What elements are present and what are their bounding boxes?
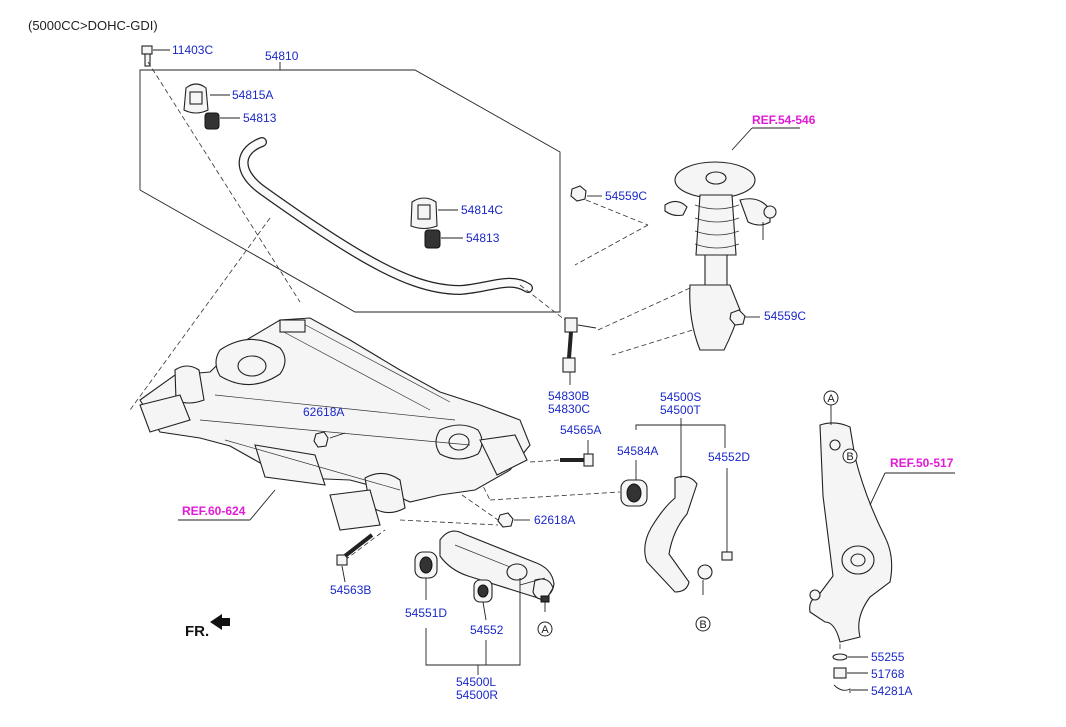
label-54281a: 54281A (871, 684, 912, 698)
bushing-54813-lower[interactable] (424, 229, 463, 249)
washer-55255[interactable] (832, 653, 868, 661)
label-54815a: 54815A (232, 88, 273, 102)
bolt-54565a[interactable] (560, 440, 594, 467)
label-ref-60-624: REF.60-624 (182, 504, 246, 518)
label-62618a-upper: 62618A (303, 405, 344, 419)
label-55255: 55255 (871, 650, 905, 664)
bushing-54551d[interactable] (414, 551, 438, 600)
label-54830b: 54830B (548, 389, 589, 403)
label-11403c: 11403C (172, 43, 213, 57)
label-54814c: 54814C (461, 203, 503, 217)
stabilizer-link[interactable] (562, 317, 597, 385)
bolt-54563b[interactable] (336, 533, 374, 583)
bushing-54813-top[interactable] (204, 112, 240, 130)
nut-54559c-lower[interactable] (729, 309, 760, 326)
strut-assembly[interactable] (664, 127, 800, 351)
bushing-clamp-54815a[interactable] (183, 83, 230, 114)
label-62618a-lower: 62618A (534, 513, 575, 527)
label-ref-54-546: REF.54-546 (752, 113, 816, 127)
stabilizer-bar[interactable] (238, 137, 533, 296)
svg-text:FR.: FR. (185, 623, 209, 640)
svg-text:A: A (827, 393, 835, 405)
engine-spec-header: (5000CC>DOHC-GDI) (28, 18, 158, 33)
label-54552: 54552 (470, 623, 504, 637)
label-54563b: 54563B (330, 583, 371, 597)
nut-62618a-lower[interactable] (497, 512, 530, 528)
cotter-pin-54281a[interactable] (833, 684, 868, 693)
marker-a-top: A (823, 390, 839, 425)
stabilizer-bar-frame (139, 62, 561, 313)
label-ref-50-517: REF.50-517 (890, 456, 954, 470)
front-direction-indicator: FR. (185, 614, 230, 640)
steering-knuckle[interactable] (809, 422, 955, 643)
nut-51768[interactable] (833, 667, 868, 679)
svg-text:B: B (846, 451, 853, 463)
label-54830c: 54830C (548, 402, 590, 416)
label-54500s: 54500S (660, 390, 701, 404)
label-54500t: 54500T (660, 403, 701, 417)
label-54584a: 54584A (617, 444, 658, 458)
front-subframe[interactable] (139, 317, 531, 531)
label-54552d: 54552D (708, 450, 750, 464)
label-54813-lower: 54813 (466, 231, 500, 245)
marker-b-bottom: B (695, 616, 711, 632)
bushing-clamp-54814c[interactable] (410, 197, 458, 230)
svg-text:A: A (541, 624, 549, 636)
nut-54559c-upper[interactable] (570, 185, 602, 202)
ref-60-624-leader (178, 489, 276, 521)
marker-b-top: B (842, 448, 858, 464)
label-54565a: 54565A (560, 423, 601, 437)
label-54559c-lower: 54559C (764, 309, 806, 323)
label-54559c-upper: 54559C (605, 189, 647, 203)
label-54500l: 54500L (456, 675, 496, 689)
label-51768: 51768 (871, 667, 905, 681)
label-54813-top: 54813 (243, 111, 277, 125)
upper-control-arm[interactable] (620, 418, 733, 595)
bushing-54552[interactable] (473, 579, 493, 621)
lower-control-arm[interactable] (439, 530, 555, 612)
svg-text:B: B (699, 619, 706, 631)
label-54551d: 54551D (405, 606, 447, 620)
label-54810: 54810 (265, 49, 299, 63)
marker-a-bottom: A (537, 621, 553, 637)
bolt-11403c[interactable] (141, 45, 170, 67)
label-54500r: 54500R (456, 688, 498, 702)
bracket-54500l (425, 577, 546, 675)
nut-62618a-upper[interactable] (313, 431, 346, 448)
